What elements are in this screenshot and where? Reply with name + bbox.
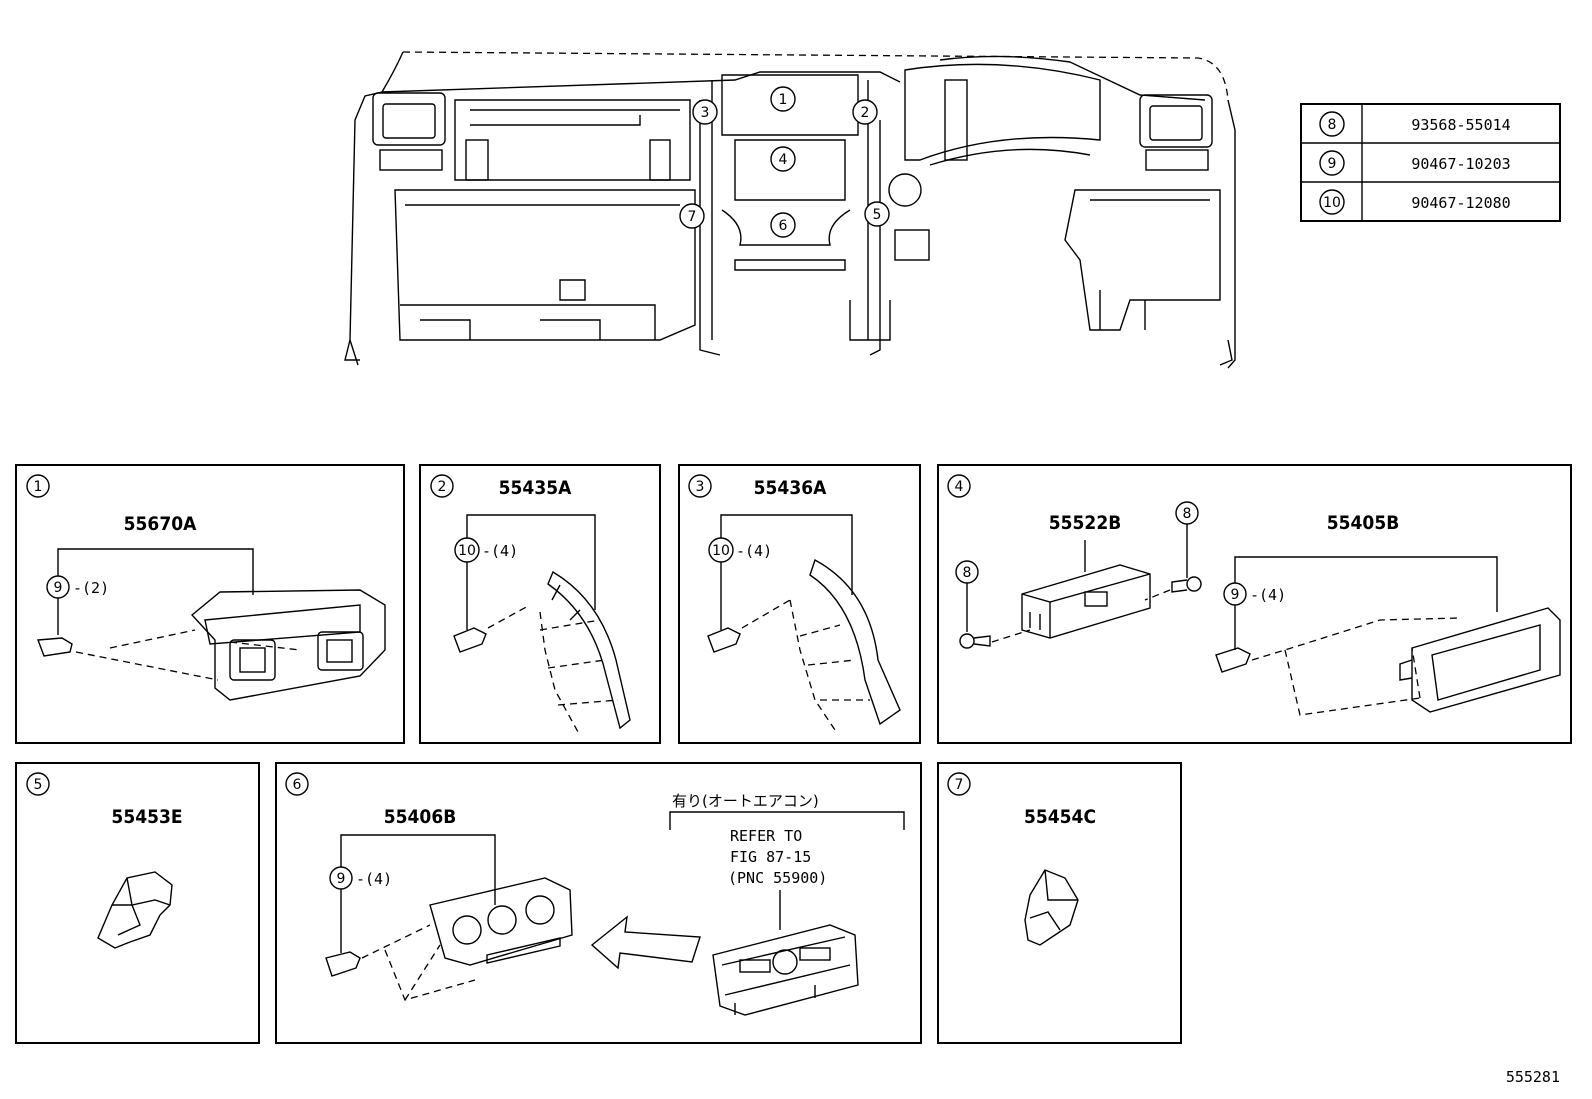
svg-text:4: 4 xyxy=(955,479,964,495)
svg-text:6: 6 xyxy=(779,218,788,234)
callout-1: 1 xyxy=(770,86,796,112)
svg-text:9: 9 xyxy=(54,580,63,596)
svg-text:10: 10 xyxy=(458,543,476,559)
svg-text:9: 9 xyxy=(337,871,346,887)
callout-2: 2 xyxy=(852,99,878,125)
panel-7: 7 55454C xyxy=(937,762,1182,1044)
svg-text:2: 2 xyxy=(438,479,447,495)
svg-text:-(2): -(2) xyxy=(73,579,109,597)
parts-table-row-8: 8 93568-55014 xyxy=(1319,111,1511,137)
svg-text:(PNC 55900): (PNC 55900) xyxy=(728,869,827,887)
svg-text:7: 7 xyxy=(955,777,964,793)
svg-text:-(4): -(4) xyxy=(482,542,518,560)
part-number-55405B: 55405B xyxy=(1327,512,1400,534)
panel-2: 2 55435A 10 -(4) xyxy=(419,464,661,744)
callout-3: 3 xyxy=(692,99,718,125)
part-number-55453E: 55453E xyxy=(111,806,182,828)
svg-text:6: 6 xyxy=(293,777,302,793)
callout-6: 6 xyxy=(770,212,796,238)
svg-text:REFER TO: REFER TO xyxy=(730,827,802,845)
panel-4: 4 55522B 55405B 8 8 9 -(4) xyxy=(937,464,1572,744)
part-number-55406B: 55406B xyxy=(384,806,457,828)
svg-text:2: 2 xyxy=(861,105,870,121)
svg-text:-(4): -(4) xyxy=(356,870,392,888)
svg-text:-(4): -(4) xyxy=(736,542,772,560)
svg-text:10: 10 xyxy=(712,543,730,559)
callout-7: 7 xyxy=(679,203,705,229)
svg-text:8: 8 xyxy=(1328,117,1337,133)
panel-1: 1 55670A 9 -(2) xyxy=(15,464,405,744)
part-number-55435A: 55435A xyxy=(499,477,572,499)
svg-text:90467-12080: 90467-12080 xyxy=(1411,194,1510,212)
svg-text:8: 8 xyxy=(1183,506,1192,522)
svg-text:3: 3 xyxy=(701,105,710,121)
svg-text:8: 8 xyxy=(963,565,972,581)
svg-text:5: 5 xyxy=(873,207,882,223)
part-number-55454C: 55454C xyxy=(1024,806,1096,828)
panel-3: 3 55436A 10 -(4) xyxy=(678,464,921,744)
callout-5: 5 xyxy=(864,201,890,227)
panel-6: 6 55406B 9 -(4) 有り(オートエアコン) REFER TO FIG… xyxy=(275,762,922,1044)
svg-text:4: 4 xyxy=(779,152,788,168)
part-number-55522B: 55522B xyxy=(1049,512,1122,534)
figure-id: 555281 xyxy=(1506,1068,1560,1086)
svg-text:93568-55014: 93568-55014 xyxy=(1411,116,1510,134)
svg-text:5: 5 xyxy=(34,777,43,793)
parts-table-row-9: 9 90467-10203 xyxy=(1319,150,1511,176)
parts-table: 8 93568-55014 9 90467-10203 10 90467-120… xyxy=(1300,103,1561,222)
svg-text:3: 3 xyxy=(696,479,705,495)
svg-text:FIG 87-15: FIG 87-15 xyxy=(730,848,811,866)
part-number-55670A: 55670A xyxy=(124,513,197,535)
parts-table-row-10: 10 90467-12080 xyxy=(1319,189,1511,215)
panel-5: 5 55453E xyxy=(15,762,260,1044)
callout-4: 4 xyxy=(770,146,796,172)
overview-callouts: 1 2 3 4 5 6 7 xyxy=(679,86,890,238)
svg-text:90467-10203: 90467-10203 xyxy=(1411,155,1510,173)
svg-text:10: 10 xyxy=(1323,195,1341,211)
note-auto-aircon: 有り(オートエアコン) xyxy=(672,792,819,810)
svg-text:-(4): -(4) xyxy=(1250,586,1286,604)
svg-text:1: 1 xyxy=(34,479,43,495)
svg-text:7: 7 xyxy=(688,209,697,225)
svg-text:9: 9 xyxy=(1328,156,1337,172)
svg-text:9: 9 xyxy=(1231,587,1240,603)
svg-text:1: 1 xyxy=(779,92,788,108)
part-number-55436A: 55436A xyxy=(754,477,827,499)
